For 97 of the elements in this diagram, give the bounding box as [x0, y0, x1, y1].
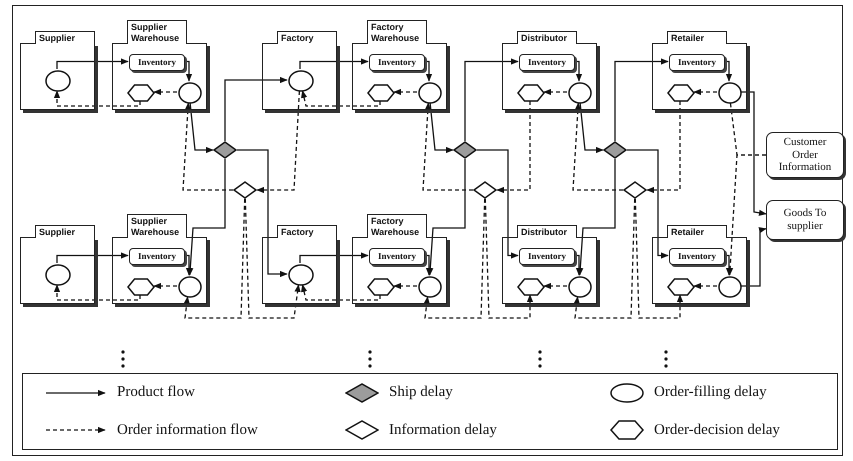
- arrow: [256, 90, 300, 194]
- arrow: [184, 198, 246, 319]
- order-decision-hexagon: [127, 278, 155, 296]
- ship-delay-diamond: [213, 141, 237, 159]
- arrow: [693, 88, 717, 96]
- stage-tab: Distributor: [517, 30, 577, 44]
- arrow: [464, 58, 519, 141]
- arrow: [579, 102, 604, 154]
- order-filling-ellipse: [178, 82, 202, 104]
- arrow: [634, 198, 684, 319]
- information-delay-diamond: [233, 181, 257, 199]
- arrow: [477, 149, 519, 259]
- arrow: [574, 198, 636, 319]
- order-filling-ellipse: [45, 70, 71, 92]
- order-decision-hexagon: [517, 84, 545, 102]
- arrow: [301, 90, 381, 107]
- order-decision-hexagon: [127, 84, 155, 102]
- stage-tab: Factory: [277, 30, 337, 44]
- arrow: [54, 284, 141, 301]
- arrow: [299, 58, 369, 69]
- order-decision-hexagon: [667, 84, 695, 102]
- order-decision-hexagon: [517, 278, 545, 296]
- arrow: [56, 252, 129, 263]
- arrow: [693, 282, 717, 290]
- legend-text: Ship delay: [389, 384, 453, 402]
- arrow: [496, 101, 531, 194]
- inventory-box: Inventory: [519, 54, 575, 71]
- order-filling-ellipse: [718, 276, 742, 298]
- arrow: [646, 101, 681, 194]
- stage-tab: Factory Warehouse: [367, 214, 427, 238]
- legend-text: Order-decision delay: [654, 422, 780, 439]
- legend-text: Product flow: [117, 384, 195, 402]
- order-filling-ellipse: [288, 264, 314, 286]
- inventory-box: Inventory: [669, 248, 725, 265]
- stage-tab: Supplier: [35, 224, 95, 238]
- arrow: [427, 159, 466, 276]
- stage-tab: Supplier: [35, 30, 95, 44]
- arrow: [741, 227, 767, 287]
- information-delay-diamond: [473, 181, 497, 199]
- order-filling-ellipse: [568, 276, 592, 298]
- arrow: [543, 282, 567, 290]
- note-box: Customer Order Information: [766, 132, 844, 178]
- inventory-box: Inventory: [369, 248, 425, 265]
- stage-tab: Retailer: [667, 224, 727, 238]
- arrow: [187, 159, 226, 276]
- arrow: [614, 58, 669, 141]
- arrow: [56, 58, 129, 69]
- order-filling-ellipse: [418, 82, 442, 104]
- stage-tab: Supplier Warehouse: [127, 214, 187, 238]
- order-filling-ellipse: [418, 276, 442, 298]
- arrow: [244, 198, 301, 319]
- arrow: [393, 282, 417, 290]
- note-box: Goods To supplier: [766, 200, 844, 240]
- legend-text: Information delay: [389, 422, 497, 439]
- ship-delay-diamond: [453, 141, 477, 159]
- order-filling-ellipse: [288, 70, 314, 92]
- arrow: [189, 102, 214, 154]
- stage-tab: Distributor: [517, 224, 577, 238]
- arrow: [153, 88, 177, 96]
- order-decision-hexagon: [667, 278, 695, 296]
- inventory-box: Inventory: [369, 54, 425, 71]
- stage-tab: Retailer: [667, 30, 727, 44]
- legend-text: Order information flow: [117, 422, 258, 439]
- legend-text: Order-filling delay: [654, 384, 767, 402]
- arrow: [393, 88, 417, 96]
- stage-tab: Factory Warehouse: [367, 20, 427, 44]
- stage-tab: Supplier Warehouse: [127, 20, 187, 44]
- arrow: [572, 102, 623, 191]
- inventory-box: Inventory: [669, 54, 725, 71]
- order-decision-hexagon: [367, 278, 395, 296]
- inventory-box: Inventory: [129, 54, 185, 71]
- arrow: [301, 284, 381, 301]
- arrow: [54, 90, 141, 107]
- arrow: [741, 91, 767, 216]
- arrow: [237, 149, 288, 278]
- arrow: [727, 154, 766, 276]
- order-filling-ellipse: [178, 276, 202, 298]
- inventory-box: Inventory: [519, 248, 575, 265]
- order-filling-ellipse: [718, 82, 742, 104]
- arrow: [429, 102, 454, 154]
- arrow: [543, 88, 567, 96]
- arrow: [224, 76, 288, 141]
- ship-delay-diamond: [603, 141, 627, 159]
- order-filling-ellipse: [45, 264, 71, 286]
- arrow: [182, 102, 233, 191]
- arrow: [422, 102, 473, 191]
- information-delay-diamond: [623, 181, 647, 199]
- arrow: [153, 282, 177, 290]
- arrow: [424, 198, 486, 319]
- arrow: [299, 252, 369, 263]
- arrow: [577, 159, 616, 276]
- stage-tab: Factory: [277, 224, 337, 238]
- arrow: [484, 198, 534, 319]
- inventory-box: Inventory: [129, 248, 185, 265]
- arrow: [627, 149, 669, 259]
- order-filling-ellipse: [568, 82, 592, 104]
- order-decision-hexagon: [367, 84, 395, 102]
